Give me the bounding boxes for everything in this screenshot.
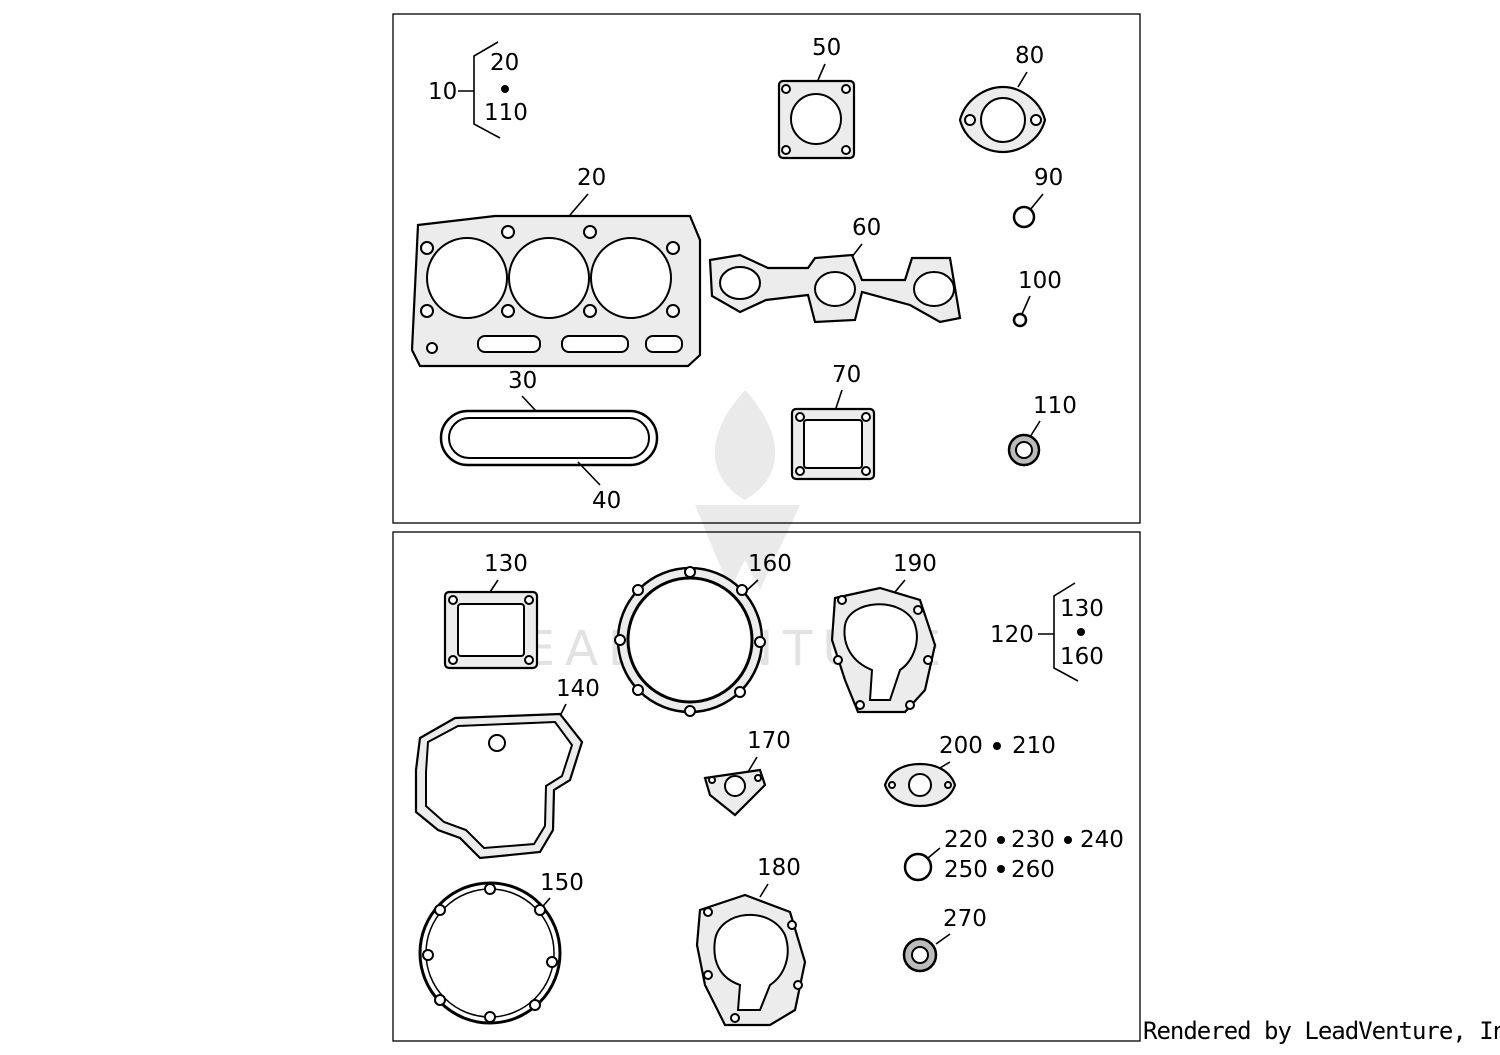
part-220-label: 220 — [944, 827, 988, 853]
part-260-label: 260 — [1011, 857, 1055, 883]
part-190-label: 190 — [893, 551, 937, 577]
part-240-label: 240 — [1080, 827, 1124, 853]
part-220-260-o-ring: 220 230 240 250 260 — [903, 827, 1124, 883]
bottom-panel-frame — [392, 531, 1141, 1042]
part-160-housing-gasket: 160 — [614, 551, 792, 717]
part-150-label: 150 — [540, 870, 584, 896]
part-190-water-pump-gasket: 190 — [830, 551, 937, 714]
part-50-flange-gasket: 50 — [777, 35, 856, 160]
part-150-round-gasket: 150 — [418, 870, 584, 1025]
part-50-label: 50 — [812, 35, 841, 61]
kit-120-bracket: 120 130 160 — [990, 582, 1104, 682]
part-210-label: 210 — [1012, 733, 1056, 759]
part-90-label: 90 — [1034, 165, 1063, 191]
kit-120-label: 120 — [990, 622, 1034, 648]
part-230-label: 230 — [1011, 827, 1055, 853]
part-170-label: 170 — [747, 728, 791, 754]
part-130-label: 130 — [484, 551, 528, 577]
part-60-manifold-gasket: 60 — [708, 215, 962, 324]
part-70-label: 70 — [832, 362, 861, 388]
kit-120-item-2: 160 — [1060, 644, 1104, 670]
part-30-label: 30 — [508, 368, 537, 394]
part-130-square-gasket: 130 — [443, 551, 539, 670]
part-80-label: 80 — [1015, 43, 1044, 69]
part-140-label: 140 — [556, 676, 600, 702]
part-180-label: 180 — [757, 855, 801, 881]
part-90-o-ring: 90 — [1012, 165, 1063, 229]
part-110-oil-seal: 110 — [1007, 393, 1077, 467]
part-80-oval-gasket: 80 — [958, 43, 1047, 154]
part-100-o-ring: 100 — [1012, 268, 1062, 328]
part-270-oil-seal: 270 — [902, 906, 987, 973]
top-panel-frame — [392, 13, 1141, 524]
part-160-label: 160 — [748, 551, 792, 577]
part-100-label: 100 — [1018, 268, 1062, 294]
part-20-head-gasket: 20 — [410, 165, 702, 368]
kit-10-label: 10 — [428, 79, 457, 105]
part-170-flange-gasket: 170 — [703, 728, 791, 817]
part-200-210-oval-gasket: 200 210 — [883, 733, 1056, 808]
part-250-label: 250 — [944, 857, 988, 883]
part-200-label: 200 — [939, 733, 983, 759]
kit-10-item-1: 20 — [490, 50, 519, 76]
part-30-40-seals: 30 40 — [439, 368, 659, 514]
kit-120-item-1: 130 — [1060, 596, 1104, 622]
part-40-label: 40 — [592, 488, 621, 514]
part-110-label: 110 — [1033, 393, 1077, 419]
kit-10-item-2: 110 — [484, 100, 528, 126]
part-180-water-pump-gasket: 180 — [695, 855, 807, 1027]
part-70-square-gasket: 70 — [790, 362, 876, 481]
rendered-by-credit: Rendered by LeadVenture, Inc. — [1143, 1017, 1500, 1045]
part-20-label: 20 — [577, 165, 606, 191]
part-60-label: 60 — [852, 215, 881, 241]
part-270-label: 270 — [943, 906, 987, 932]
kit-10-bracket: 10 20 110 — [428, 41, 528, 139]
part-140-cover-gasket: 140 — [414, 676, 600, 860]
